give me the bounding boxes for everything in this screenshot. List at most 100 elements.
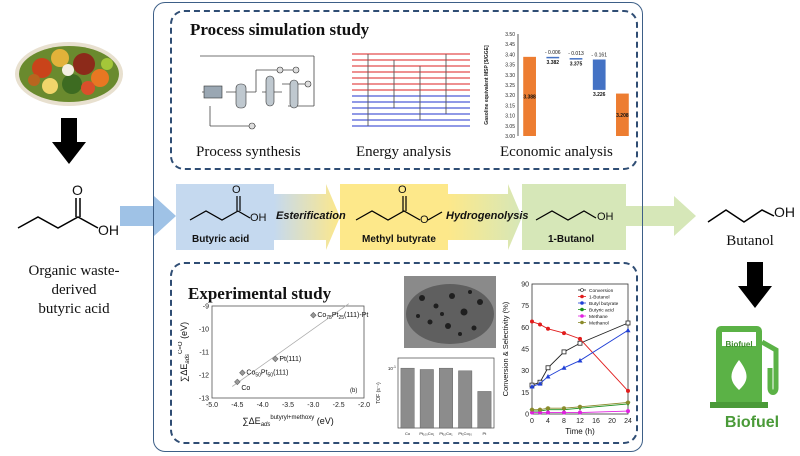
data-point bbox=[625, 327, 631, 333]
caption-process-synthesis: Process synthesis bbox=[196, 144, 301, 160]
waterfall-bar bbox=[569, 58, 583, 60]
x-tick-label: -4.0 bbox=[257, 402, 269, 409]
y-tick-label: 15 bbox=[521, 390, 529, 397]
data-point bbox=[562, 406, 566, 411]
point-label: Co75Pt25(111)-Pt bbox=[317, 312, 368, 321]
legend-entry: 1-Butanol bbox=[589, 295, 610, 301]
caption-energy-analysis: Energy analysis bbox=[356, 144, 452, 160]
y-tick-label: 3.15 bbox=[505, 103, 515, 109]
point-label: Co bbox=[241, 385, 250, 392]
data-point bbox=[538, 322, 542, 327]
point-label: Co50Pt50(111) bbox=[246, 370, 288, 379]
y-tick-label: 90 bbox=[521, 282, 529, 289]
data-point bbox=[578, 410, 582, 415]
energy-scatter-plot: -5.0-4.5-4.0-3.5-3.0-2.5-2.0-9-10-11-12-… bbox=[178, 300, 374, 438]
waterfall-delta-label: - 0.006 bbox=[545, 50, 561, 56]
y-tick-label: 60 bbox=[521, 325, 529, 332]
waste-caption-line: butyric acid bbox=[38, 301, 110, 317]
waste-caption-line: derived bbox=[51, 282, 97, 298]
y-tick-label: 3.10 bbox=[505, 114, 515, 120]
legend-entry: Butyric acid bbox=[589, 308, 614, 314]
atom-oh: OH bbox=[597, 211, 614, 223]
butanol-structure: OH bbox=[706, 196, 800, 236]
waterfall-value-label: 3.375 bbox=[570, 62, 583, 68]
data-point bbox=[530, 319, 534, 324]
food-waste-image bbox=[12, 36, 126, 108]
atom-o: O bbox=[398, 184, 407, 196]
x-tick-label: -2.5 bbox=[333, 402, 345, 409]
waste-caption-line: Organic waste- bbox=[28, 263, 120, 279]
data-point bbox=[578, 336, 582, 341]
y-tick-label: -9 bbox=[203, 304, 209, 311]
data-point bbox=[545, 365, 551, 371]
legend-entry: Butyl butyrate bbox=[589, 301, 619, 307]
waterfall-value-label: 3.382 bbox=[547, 60, 560, 66]
y-tick-label: 3.50 bbox=[505, 32, 515, 38]
waterfall-value-label: 3.208 bbox=[616, 113, 629, 119]
y-axis-label: Conversion & Selectivity (%) bbox=[501, 301, 510, 396]
data-point bbox=[578, 404, 582, 409]
y-tick-label: -11 bbox=[199, 350, 209, 357]
waterfall-delta-label: - 0.161 bbox=[591, 53, 607, 59]
data-point bbox=[537, 381, 543, 386]
y-tick-label: -10 bbox=[199, 327, 209, 334]
fit-line bbox=[232, 303, 350, 387]
data-point bbox=[234, 378, 241, 386]
data-point bbox=[577, 340, 583, 346]
legend-marker bbox=[580, 288, 584, 292]
data-point bbox=[538, 410, 542, 415]
down-arrow-right bbox=[738, 262, 772, 310]
legend-marker bbox=[580, 307, 584, 312]
stage-butyric-acid: Butyric acid bbox=[192, 234, 250, 245]
x-tick-label: 16 bbox=[592, 418, 600, 425]
y-tick-label: 0 bbox=[525, 412, 529, 419]
x-tick-label: 24 bbox=[624, 418, 632, 425]
x-tick-label: -4.5 bbox=[231, 402, 243, 409]
waterfall-bar bbox=[592, 59, 606, 90]
y-tick-label: 3.40 bbox=[505, 52, 515, 58]
y-tick-label: 45 bbox=[521, 347, 529, 354]
x-tick-label: 0 bbox=[530, 418, 534, 425]
waterfall-bar bbox=[523, 56, 536, 136]
waterfall-value-label: 3.226 bbox=[593, 92, 606, 98]
y-tick-label: 3.35 bbox=[505, 63, 515, 69]
y-tick-label: -13 bbox=[199, 396, 209, 403]
y-tick-label: 10-1 bbox=[388, 365, 396, 371]
data-point bbox=[530, 410, 534, 415]
tof-bar bbox=[458, 370, 473, 429]
legend-marker bbox=[580, 301, 584, 305]
y-tick-label: -12 bbox=[199, 373, 209, 380]
arrow-in bbox=[120, 196, 176, 236]
panel-tag: (b) bbox=[350, 388, 357, 394]
x-axis-label: Time (h) bbox=[565, 427, 595, 436]
reaction-hydrogenolysis: Hydrogenolysis bbox=[446, 210, 529, 222]
data-point bbox=[562, 331, 566, 336]
stage-methyl-butyrate: Methyl butyrate bbox=[362, 234, 436, 245]
legend-entry: Conversion bbox=[589, 288, 614, 294]
x-tick-label: 12 bbox=[576, 418, 584, 425]
data-point bbox=[625, 320, 631, 326]
y-axis-label: ∑ΔEadsC=O (eV) bbox=[178, 322, 191, 382]
waterfall-delta-label: - 0.013 bbox=[568, 51, 584, 57]
data-point bbox=[561, 365, 567, 370]
legend-marker bbox=[580, 320, 584, 325]
data-point bbox=[562, 410, 566, 415]
x-tick-label: -5.0 bbox=[206, 402, 218, 409]
tof-bar bbox=[477, 391, 492, 429]
biofuel-label: Biofuel bbox=[724, 414, 780, 431]
plot-frame bbox=[211, 305, 365, 399]
data-point bbox=[546, 410, 550, 415]
x-tick-label: Pt₁Co₃₀ bbox=[458, 431, 472, 436]
y-tick-label: 3.25 bbox=[505, 83, 515, 89]
arrow-out bbox=[626, 196, 696, 236]
fuel-pump-icon: Biofuel bbox=[706, 318, 792, 410]
down-arrow-left bbox=[52, 118, 86, 166]
x-tick-label: Pt₁₀₀Co₁ bbox=[419, 431, 435, 436]
butyric-acid-structure: O OH bbox=[12, 182, 132, 246]
x-tick-label: 4 bbox=[546, 418, 550, 425]
study-frame bbox=[153, 2, 643, 452]
data-point bbox=[529, 384, 535, 389]
x-tick-label: Pt₁₀Co₁ bbox=[439, 431, 453, 436]
